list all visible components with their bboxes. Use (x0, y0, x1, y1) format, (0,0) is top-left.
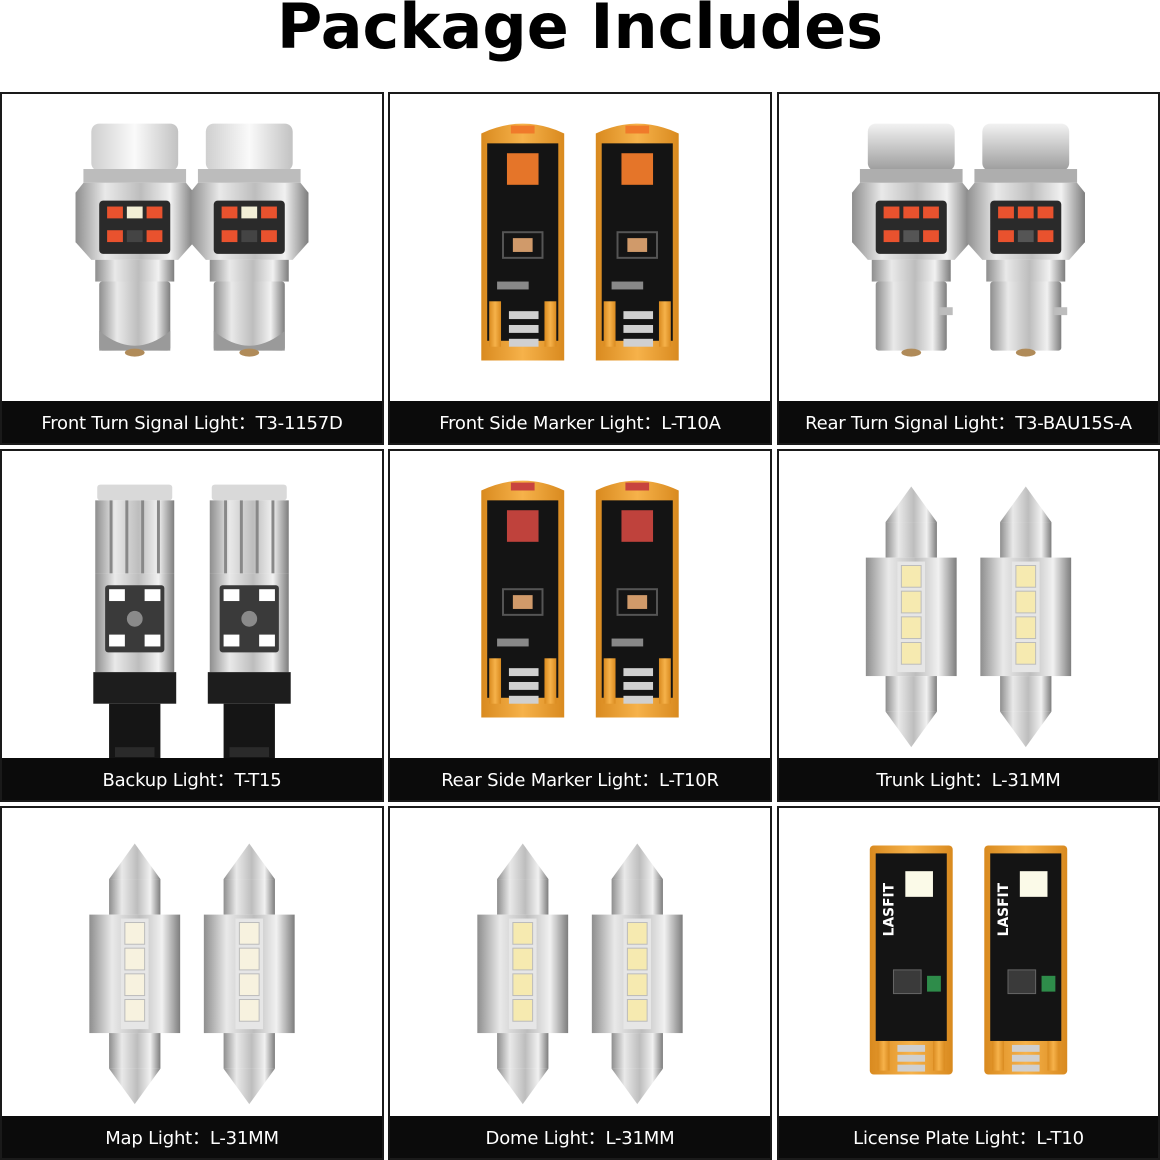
bulb-1157-image (2, 94, 382, 401)
festoon-bulb-image (2, 808, 382, 1116)
bulb-t15-image (2, 451, 382, 758)
product-caption: Backup Light：T-T15 (2, 758, 382, 800)
product-card: Rear Side Marker Light：L-T10R (388, 449, 772, 802)
wedge-led-image (390, 451, 770, 758)
product-card: Map Light：L-31MM (0, 806, 384, 1160)
product-caption: Map Light：L-31MM (2, 1116, 382, 1158)
product-card: Dome Light：L-31MM (388, 806, 772, 1160)
t10-led-image: LASFIT LASFIT (779, 808, 1158, 1116)
festoon-bulb-image (390, 808, 770, 1116)
product-caption: Front Side Marker Light：L-T10A (390, 401, 770, 443)
product-card: LASFIT LASFIT License Plate Light：L-T10 (777, 806, 1160, 1160)
festoon-bulb-image (779, 451, 1158, 758)
svg-text:LASFIT: LASFIT (996, 882, 1012, 936)
product-caption: Rear Side Marker Light：L-T10R (390, 758, 770, 800)
product-card: Rear Turn Signal Light：T3-BAU15S-A (777, 92, 1160, 445)
wedge-led-image (390, 94, 770, 401)
product-caption: Front Turn Signal Light：T3-1157D (2, 401, 382, 443)
product-card: Front Side Marker Light：L-T10A (388, 92, 772, 445)
product-card: Front Turn Signal Light：T3-1157D (0, 92, 384, 445)
product-card: Trunk Light：L-31MM (777, 449, 1160, 802)
product-caption: Rear Turn Signal Light：T3-BAU15S-A (779, 401, 1158, 443)
page-title: Package Includes (276, 0, 884, 63)
product-caption: Dome Light：L-31MM (390, 1116, 770, 1158)
product-caption: License Plate Light：L-T10 (779, 1116, 1158, 1158)
svg-text:LASFIT: LASFIT (881, 882, 897, 936)
product-card: Backup Light：T-T15 (0, 449, 384, 802)
product-caption: Trunk Light：L-31MM (779, 758, 1158, 800)
bulb-bau15s-image (779, 94, 1158, 401)
